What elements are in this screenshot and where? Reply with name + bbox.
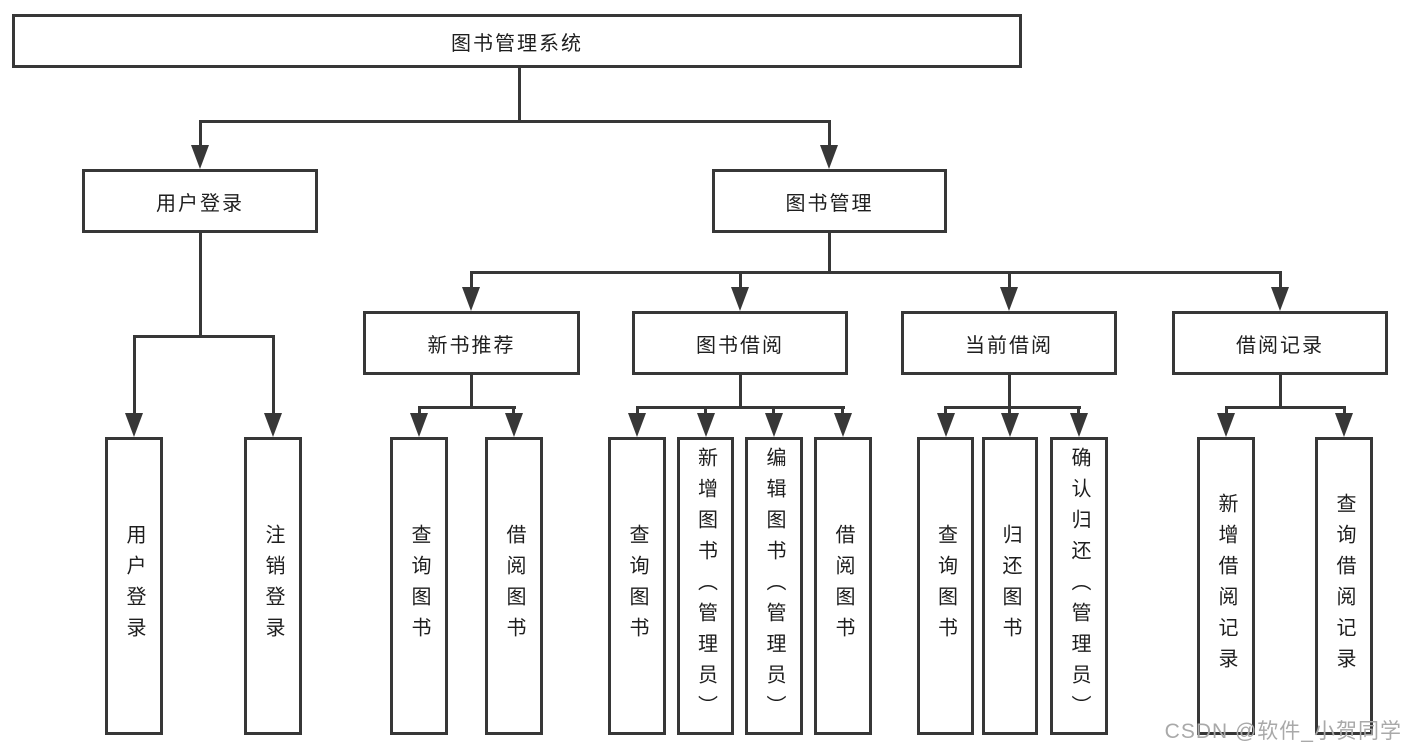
arrow-into-nb-query — [410, 413, 428, 437]
node-user-login-label: 用户登录 — [156, 192, 244, 215]
node-library-system-label: 图书管理系统 — [451, 32, 583, 55]
arrow-into-ul-logout — [264, 413, 282, 437]
connector-drop-book-borrow — [739, 271, 742, 289]
arrow-into-book-borrow — [731, 287, 749, 311]
node-borrow-record-label: 借阅记录 — [1236, 334, 1324, 357]
connector-current-borrow-stem — [1008, 375, 1011, 406]
connector-borrow-record-stem — [1279, 375, 1282, 406]
node-br-add-label: 新增借阅记录 — [1215, 493, 1237, 679]
connector-drop-new-book — [470, 271, 473, 289]
connector-drop-bb-borrow — [841, 406, 844, 416]
connector-drop-nb-borrow — [512, 406, 515, 416]
connector-new-book-rail — [418, 406, 516, 409]
connector-root-rail — [199, 120, 831, 123]
node-br-query-label: 查询借阅记录 — [1333, 493, 1355, 679]
arrow-into-br-add — [1217, 413, 1235, 437]
node-bb-add: 新增图书（管理员） — [677, 437, 734, 735]
node-br-query: 查询借阅记录 — [1315, 437, 1373, 735]
node-nb-query-label: 查询图书 — [408, 524, 430, 648]
node-cb-query-label: 查询图书 — [934, 524, 957, 648]
node-bb-query: 查询图书 — [608, 437, 666, 735]
node-nb-query: 查询图书 — [390, 437, 448, 735]
connector-drop-br-query — [1343, 406, 1346, 416]
node-bb-borrow: 借阅图书 — [814, 437, 872, 735]
arrow-into-borrow-record — [1271, 287, 1289, 311]
node-ul-logout-label: 注销登录 — [262, 524, 284, 648]
connector-drop-ul-logout — [272, 335, 275, 414]
connector-drop-user-login — [199, 120, 202, 146]
connector-drop-bb-add — [704, 406, 707, 416]
arrow-into-br-query — [1335, 413, 1353, 437]
arrow-into-cb-query — [937, 413, 955, 437]
node-user-login: 用户登录 — [82, 169, 318, 233]
node-bb-borrow-label: 借阅图书 — [832, 524, 854, 648]
connector-current-borrow-rail — [944, 406, 1081, 409]
node-cb-return: 归还图书 — [982, 437, 1038, 735]
node-borrow-record: 借阅记录 — [1172, 311, 1388, 375]
connector-book-borrow-stem — [739, 375, 742, 406]
node-bb-add-label: 新增图书（管理员） — [694, 446, 717, 726]
node-book-borrow-label: 图书借阅 — [696, 334, 784, 357]
connector-drop-borrow-record — [1279, 271, 1282, 289]
connector-drop-book-mgmt — [828, 120, 831, 146]
connector-book-mgmt-rail — [470, 271, 1281, 274]
arrow-into-bb-borrow — [834, 413, 852, 437]
connector-new-book-stem — [470, 375, 473, 406]
connector-drop-current-borrow — [1008, 271, 1011, 289]
node-ul-login: 用户登录 — [105, 437, 163, 735]
node-current-borrow: 当前借阅 — [901, 311, 1117, 375]
node-book-mgmt: 图书管理 — [712, 169, 947, 233]
node-new-book: 新书推荐 — [363, 311, 580, 375]
node-nb-borrow-label: 借阅图书 — [503, 524, 525, 648]
node-library-system: 图书管理系统 — [12, 14, 1022, 68]
node-br-add: 新增借阅记录 — [1197, 437, 1255, 735]
arrow-into-user-login — [191, 145, 209, 169]
node-cb-confirm-label: 确认归还（管理员） — [1068, 446, 1090, 726]
arrow-into-book-mgmt — [820, 145, 838, 169]
connector-drop-cb-query — [944, 406, 947, 416]
connector-drop-cb-confirm — [1077, 406, 1080, 416]
node-new-book-label: 新书推荐 — [427, 334, 516, 357]
node-book-borrow: 图书借阅 — [632, 311, 848, 375]
connector-user-login-stem — [199, 233, 202, 335]
connector-book-borrow-rail — [636, 406, 845, 409]
connector-borrow-record-rail — [1225, 406, 1346, 409]
node-bb-query-label: 查询图书 — [626, 524, 648, 648]
arrow-into-current-borrow — [1000, 287, 1018, 311]
connector-drop-bb-edit — [772, 406, 775, 416]
connector-drop-cb-return — [1008, 406, 1011, 416]
node-nb-borrow: 借阅图书 — [485, 437, 543, 735]
arrow-into-new-book — [462, 287, 480, 311]
arrow-into-ul-login — [125, 413, 143, 437]
arrow-into-nb-borrow — [505, 413, 523, 437]
node-cb-confirm: 确认归还（管理员） — [1050, 437, 1108, 735]
connector-book-mgmt-stem — [828, 233, 831, 271]
connector-drop-bb-query — [636, 406, 639, 416]
connector-root-stem — [518, 66, 521, 120]
arrow-into-cb-confirm — [1070, 413, 1088, 437]
node-cb-return-label: 归还图书 — [999, 524, 1021, 648]
csdn-watermark: CSDN @软件_小贺同学 — [1164, 720, 1402, 743]
node-bb-edit-label: 编辑图书（管理员） — [763, 446, 785, 726]
arrow-into-bb-query — [628, 413, 646, 437]
arrow-into-bb-add — [697, 413, 715, 437]
connector-drop-ul-login — [133, 335, 136, 414]
arrow-into-bb-edit — [765, 413, 783, 437]
node-ul-logout: 注销登录 — [244, 437, 302, 735]
node-cb-query: 查询图书 — [917, 437, 974, 735]
connector-drop-br-add — [1225, 406, 1228, 416]
connector-user-login-rail — [133, 335, 275, 338]
node-bb-edit: 编辑图书（管理员） — [745, 437, 803, 735]
node-current-borrow-label: 当前借阅 — [965, 334, 1053, 357]
connector-drop-nb-query — [418, 406, 421, 416]
node-ul-login-label: 用户登录 — [123, 524, 145, 648]
node-book-mgmt-label: 图书管理 — [785, 192, 874, 215]
arrow-into-cb-return — [1001, 413, 1019, 437]
